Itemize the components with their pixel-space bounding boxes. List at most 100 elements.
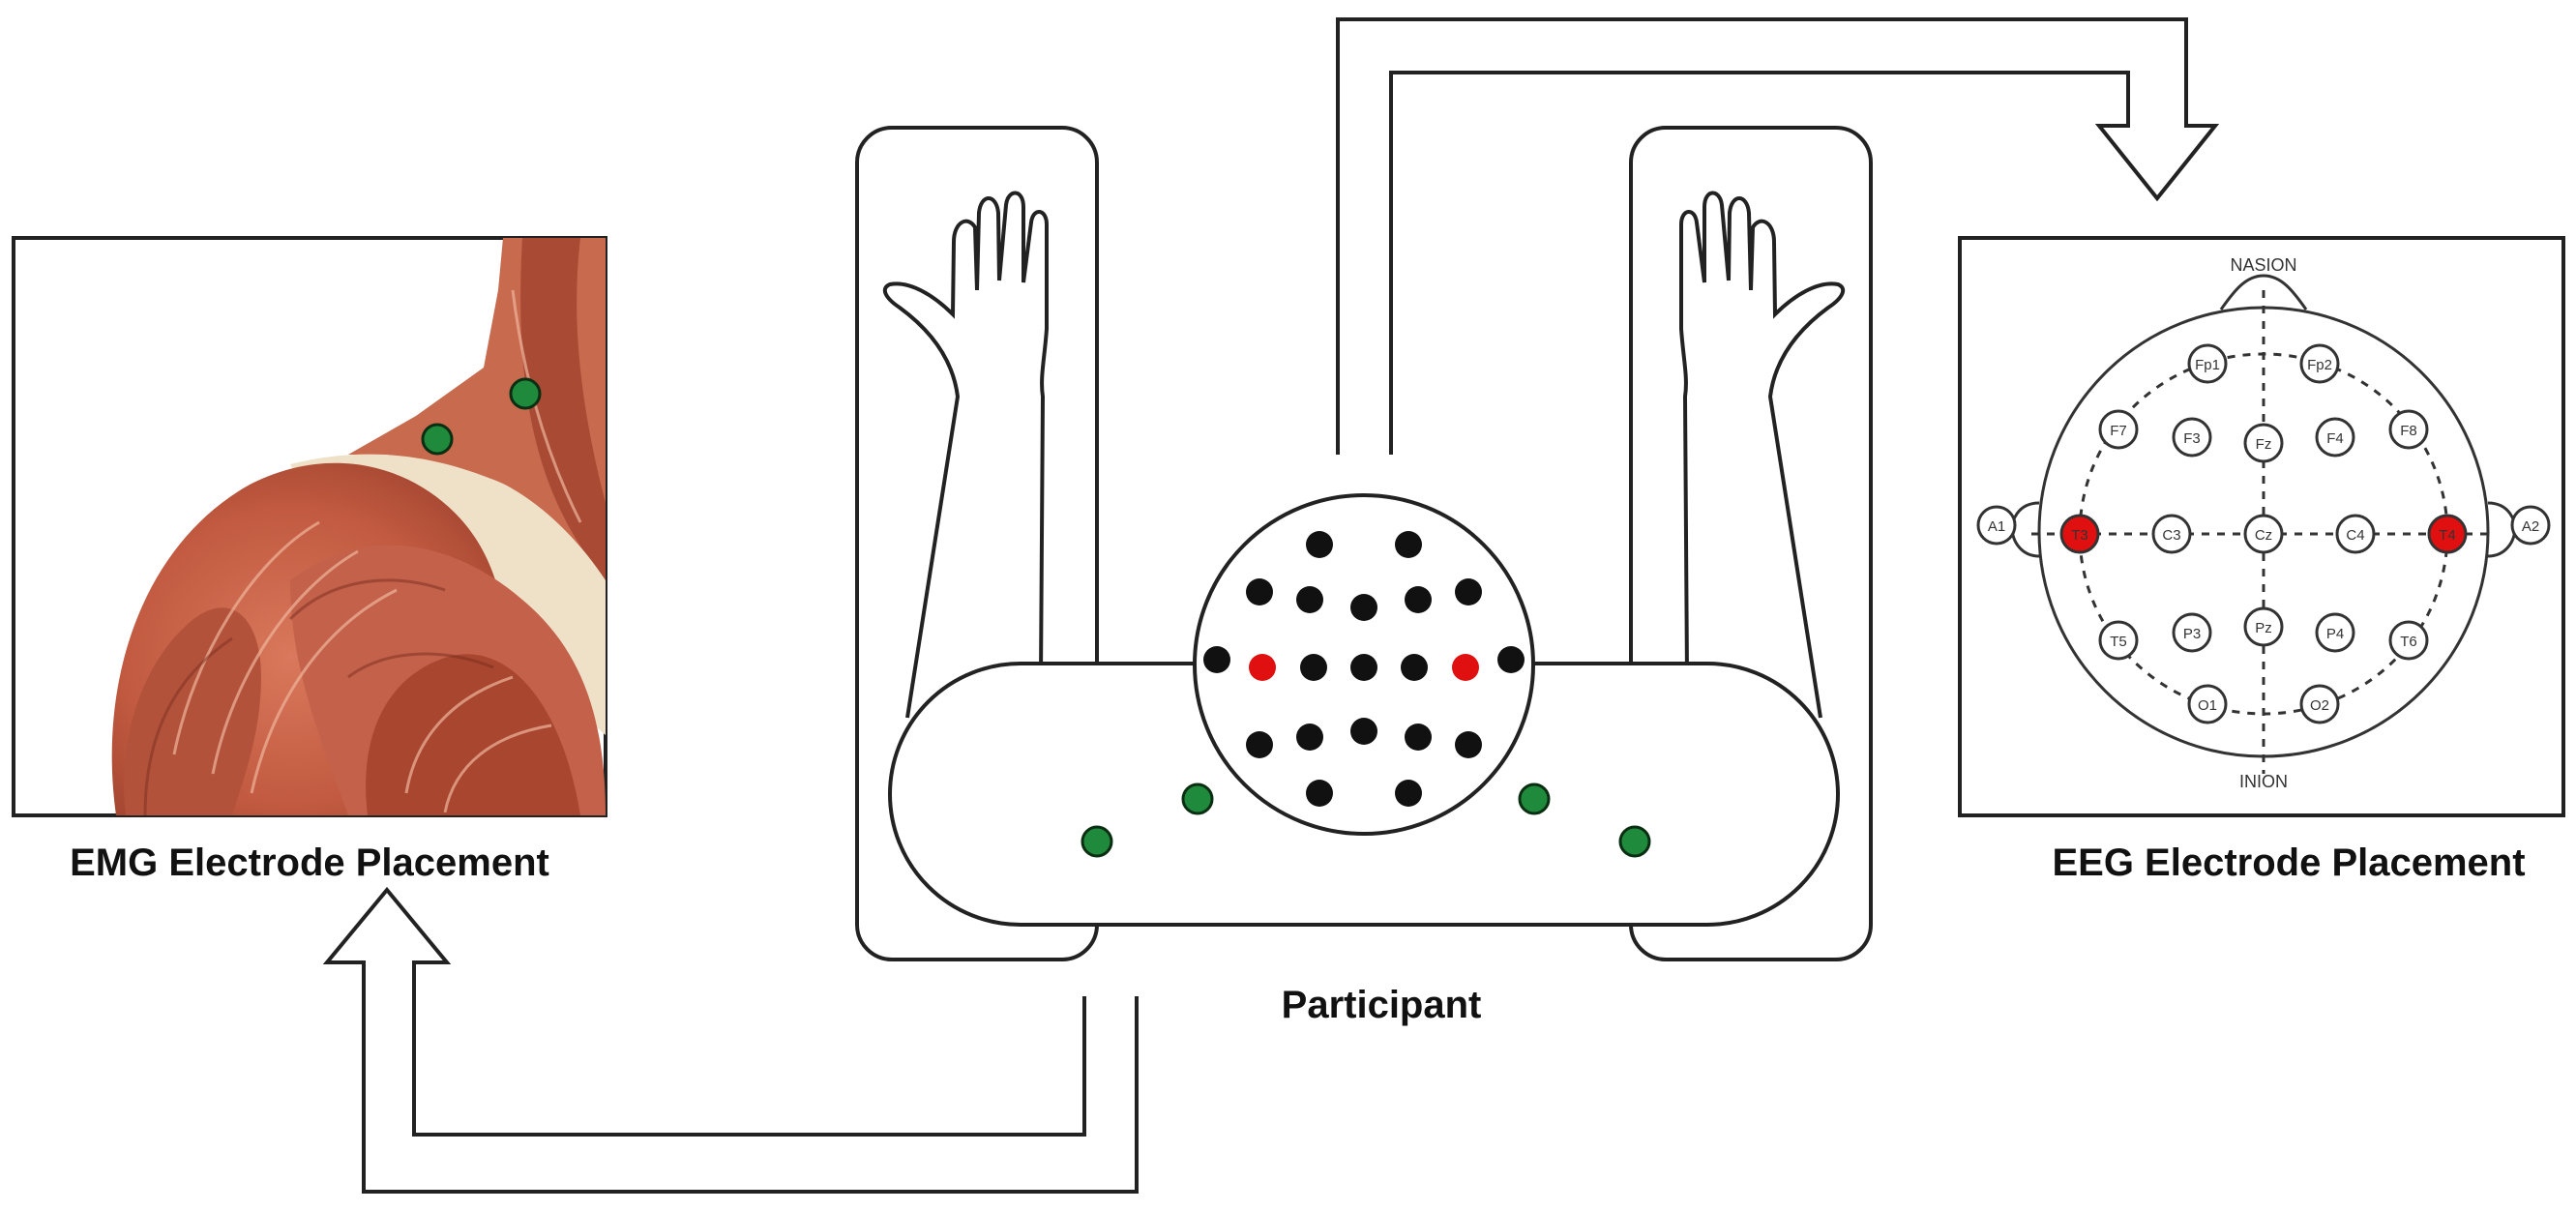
eeg-electrode-marker (2187, 684, 2228, 724)
left-arm (882, 191, 1097, 719)
eeg-electrode-label: O1 (2198, 697, 2217, 714)
participant-eeg-dots (1203, 531, 1525, 807)
eeg-label: EEG Electrode Placement (2052, 842, 2525, 884)
eeg-electrode-o1: O1 (2187, 684, 2228, 724)
head-electrode-dot-12 (1401, 654, 1428, 681)
eeg-electrode-t5: T5 (2098, 620, 2139, 661)
arrow-to-emg (322, 886, 1139, 1194)
eeg-electrode-label: Fp1 (2195, 357, 2220, 373)
head-electrode-dot-3 (1246, 578, 1273, 606)
head-electrode-dot-1 (1306, 531, 1333, 558)
eeg-electrode-marker (2299, 343, 2340, 384)
eeg-electrode-label: F3 (2183, 430, 2201, 447)
shoulder-muscle-illustration (111, 238, 606, 815)
eeg-electrode-pz: Pz (2243, 606, 2284, 647)
eeg-electrode-a1: A1 (1976, 505, 2017, 546)
eeg-electrode-marker (2243, 423, 2284, 463)
head-electrode-dot-19 (1455, 731, 1482, 758)
eeg-electrode-t6: T6 (2388, 620, 2429, 661)
head-electrode-dot-2 (1395, 531, 1422, 558)
eeg-electrode-label: T3 (2071, 527, 2088, 544)
head-electrode-dot-21 (1395, 780, 1422, 807)
body-emg-electrode-4 (1618, 825, 1651, 858)
eeg-electrode-p3: P3 (2172, 612, 2212, 653)
eeg-electrode-marker (2315, 612, 2355, 653)
eeg-electrode-f7: F7 (2098, 409, 2139, 450)
head-electrode-dot-13 (1452, 654, 1479, 681)
head-electrode-dot-15 (1246, 731, 1273, 758)
body-emg-electrode-3 (1518, 783, 1551, 815)
eeg-electrode-label: T6 (2400, 634, 2417, 650)
eeg-electrode-t4: T4 (2427, 514, 2468, 554)
eeg-electrode-label: T5 (2110, 634, 2127, 650)
eeg-electrode-marker (2187, 343, 2228, 384)
eeg-electrode-label: A1 (1988, 518, 2005, 535)
eeg-electrode-o2: O2 (2299, 684, 2340, 724)
eeg-electrode-cz: Cz (2243, 514, 2284, 554)
eeg-electrode-fp2: Fp2 (2299, 343, 2340, 384)
head-electrode-dot-16 (1296, 724, 1323, 751)
right-arm (1631, 191, 1846, 719)
head-electrode-dot-5 (1350, 594, 1377, 621)
eeg-electrode-marker (2172, 612, 2212, 653)
eeg-electrode-fz: Fz (2243, 423, 2284, 463)
eeg-electrode-c4: C4 (2335, 514, 2376, 554)
head-electrode-dot-17 (1350, 718, 1377, 745)
eeg-electrode-label: Pz (2255, 620, 2272, 636)
eeg-electrode-label: F8 (2400, 423, 2417, 439)
eeg-electrode-marker (2098, 620, 2139, 661)
eeg-electrode-f4: F4 (2315, 417, 2355, 458)
eeg-electrode-label: Cz (2255, 527, 2272, 544)
eeg-electrode-marker (2098, 409, 2139, 450)
head-electrode-dot-20 (1306, 780, 1333, 807)
eeg-electrode-label: Fp2 (2307, 357, 2332, 373)
nasion-label: NASION (2230, 255, 2296, 275)
eeg-electrode-marker (2243, 606, 2284, 647)
eeg-electrode-t3: T3 (2059, 514, 2100, 554)
head-electrode-dot-11 (1350, 654, 1377, 681)
emg-panel: EMG Electrode Placement (12, 236, 607, 884)
eeg-electrode-marker (2335, 514, 2376, 554)
eeg-electrode-label: T4 (2439, 527, 2456, 544)
eeg-electrode-marker (2243, 514, 2284, 554)
eeg-electrode-marker (2172, 417, 2212, 458)
head-electrode-dot-18 (1405, 724, 1432, 751)
body-emg-electrode-2 (1181, 783, 1214, 815)
eeg-electrode-marker (2059, 514, 2100, 554)
eeg-electrode-label: Fz (2256, 436, 2272, 453)
participant-label: Participant (1282, 984, 1482, 1026)
eeg-electrode-marker (2315, 417, 2355, 458)
emg-electrode-2 (509, 377, 542, 410)
head-electrode-dot-10 (1300, 654, 1327, 681)
eeg-electrode-marker (2388, 409, 2429, 450)
body-emg-electrode-1 (1081, 825, 1113, 858)
eeg-electrode-marker (2388, 620, 2429, 661)
head-electrode-dot-9 (1249, 654, 1276, 681)
eeg-electrode-a2: A2 (2510, 505, 2551, 546)
eeg-electrode-label: F7 (2110, 423, 2127, 439)
eeg-electrode-label: A2 (2522, 518, 2539, 535)
head-electrode-dot-6 (1405, 586, 1432, 613)
eeg-electrode-label: P3 (2183, 626, 2201, 642)
head-electrode-dot-8 (1203, 646, 1230, 673)
eeg-electrode-label: F4 (2326, 430, 2344, 447)
eeg-electrode-p4: P4 (2315, 612, 2355, 653)
emg-label: EMG Electrode Placement (70, 842, 549, 884)
eeg-electrode-label: P4 (2326, 626, 2344, 642)
participant-emg-electrodes (1081, 783, 1651, 858)
eeg-electrode-f3: F3 (2172, 417, 2212, 458)
head-electrode-dot-4 (1296, 586, 1323, 613)
participant-figure (855, 126, 1873, 961)
eeg-electrode-marker (2151, 514, 2192, 554)
eeg-electrode-marker (2510, 505, 2551, 546)
head-electrode-dot-7 (1455, 578, 1482, 606)
emg-electrode-1 (421, 423, 454, 456)
arrow-to-eeg (1336, 17, 2220, 455)
eeg-electrode-marker (2427, 514, 2468, 554)
eeg-electrode-marker (2299, 684, 2340, 724)
eeg-electrode-label: C4 (2346, 527, 2364, 544)
inion-label: INION (2239, 772, 2288, 791)
